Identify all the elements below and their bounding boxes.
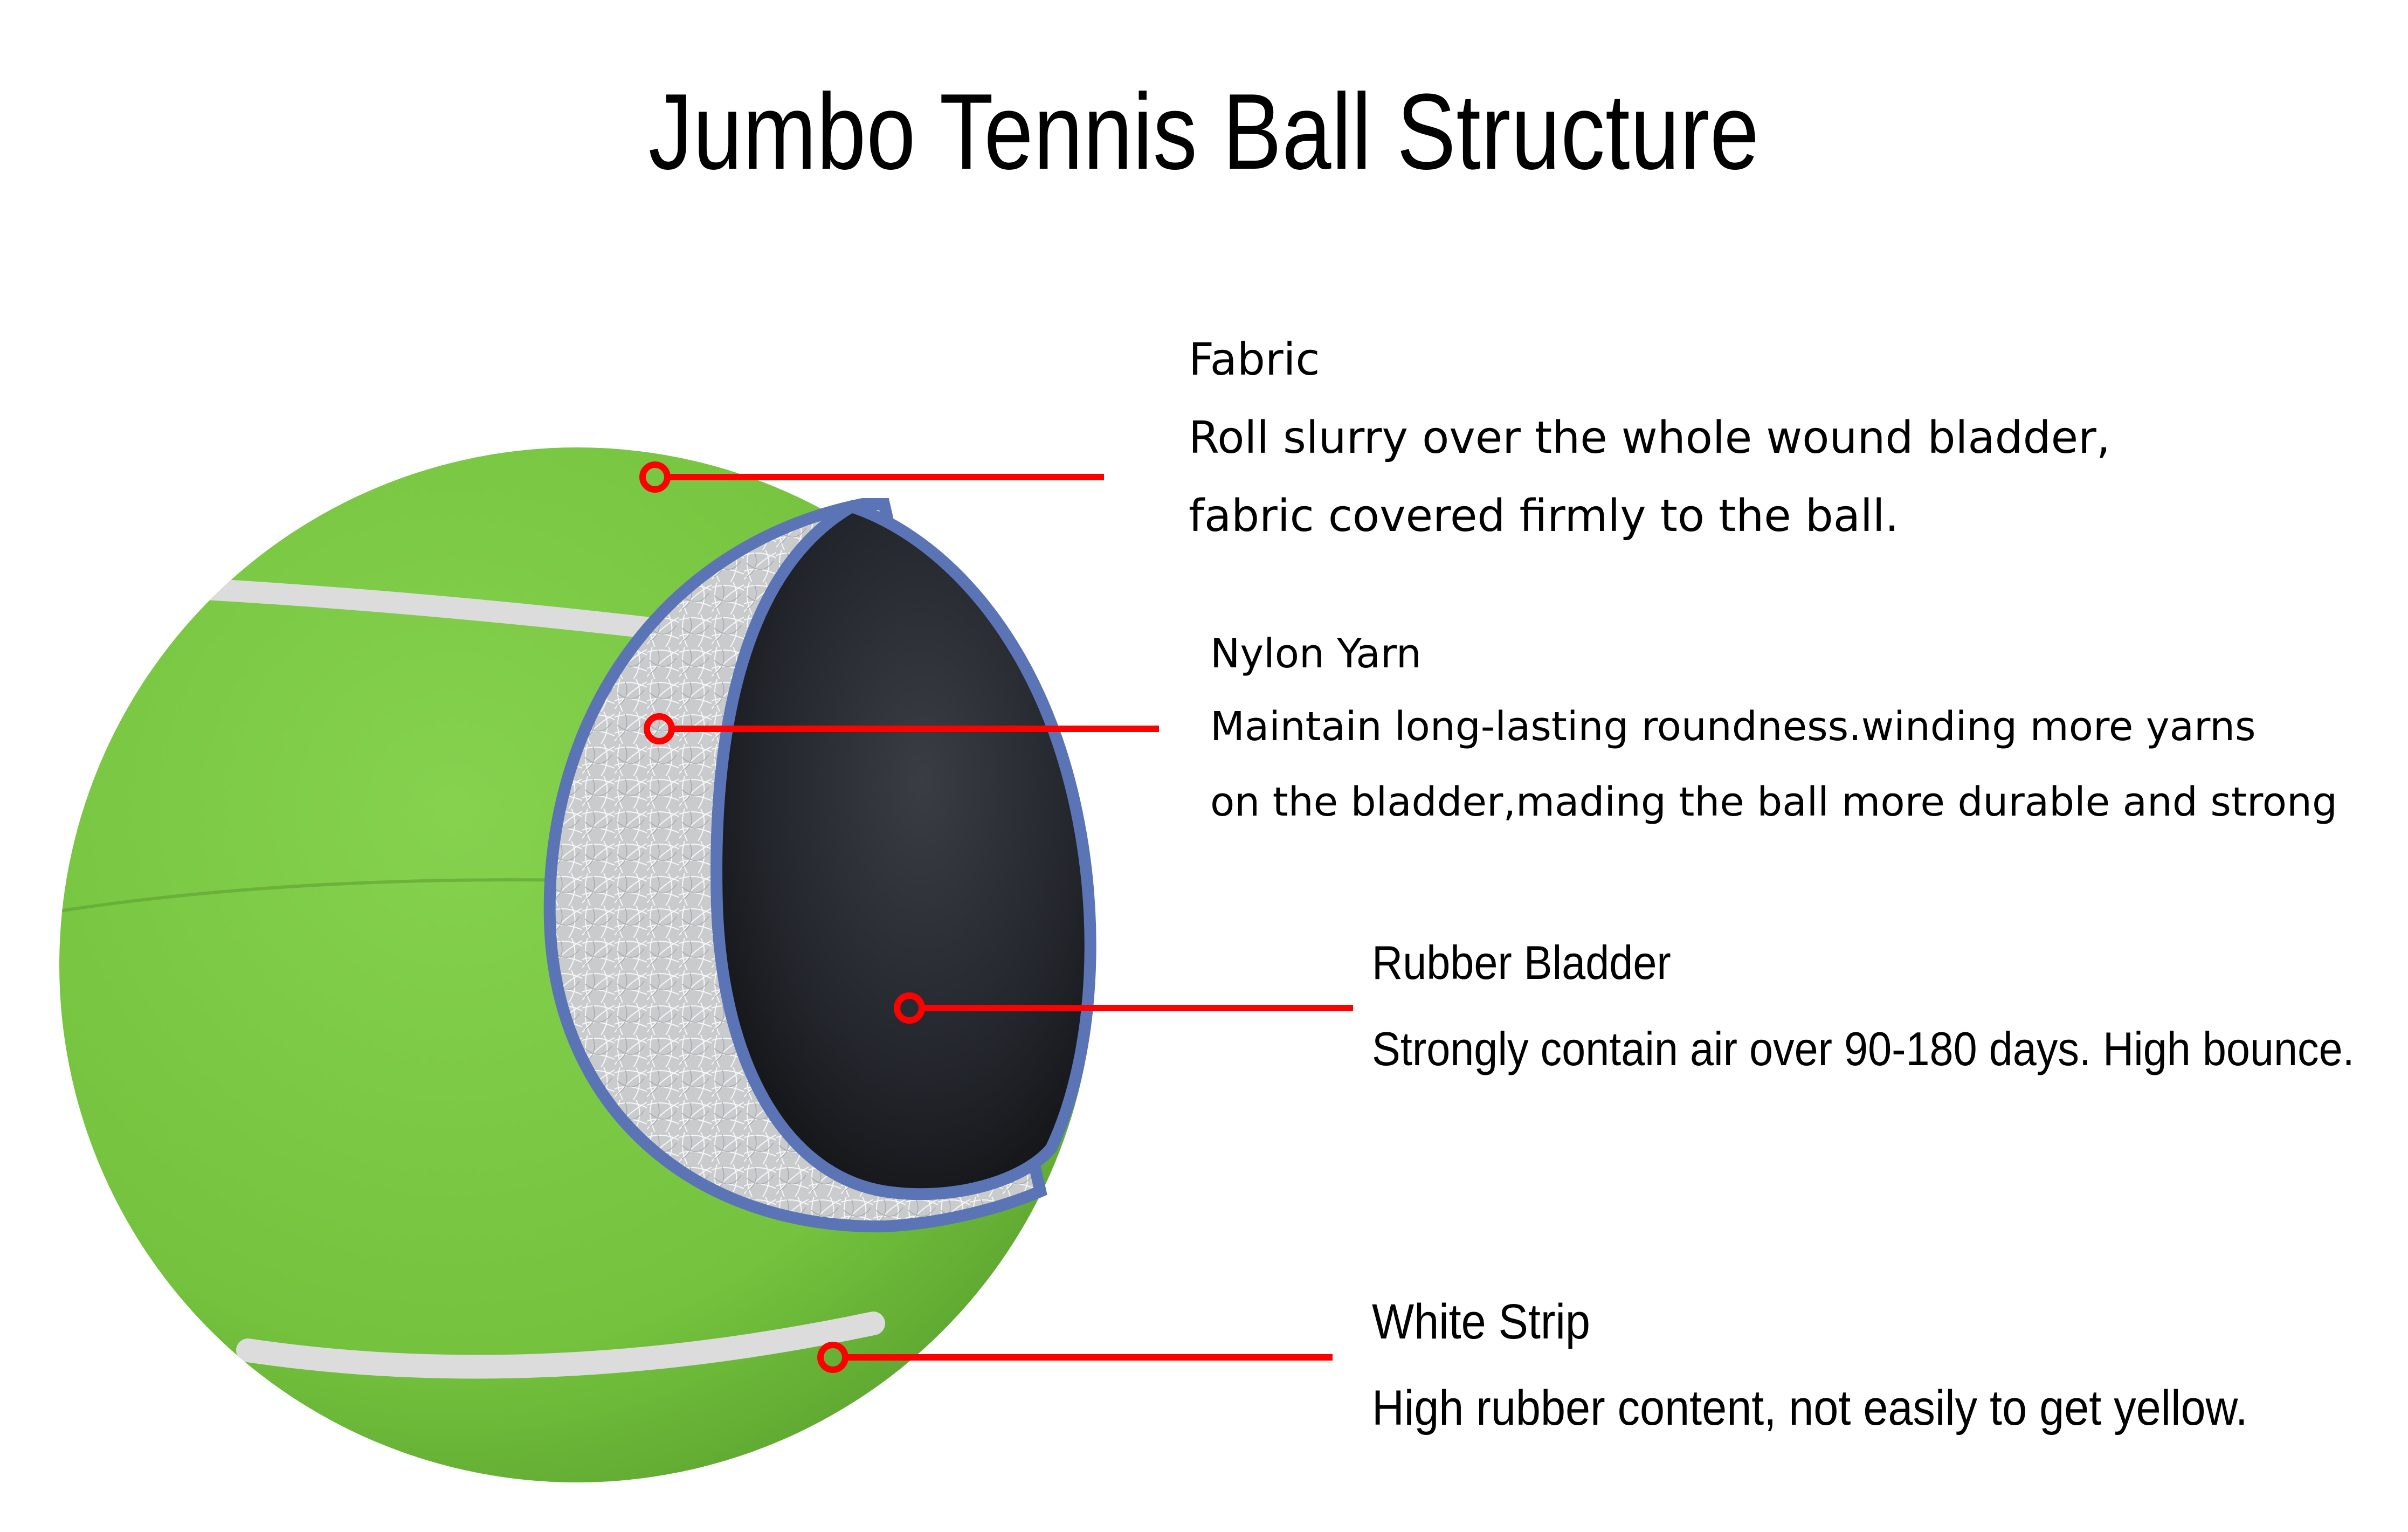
- white-strip-heading: White Strip: [1372, 1294, 1590, 1349]
- nylon-yarn-desc-line2: on the bladder,mading the ball more dura…: [1210, 779, 2337, 825]
- fabric-desc-line1: Roll slurry over the whole wound bladder…: [1189, 412, 2110, 464]
- fabric-desc-line2: fabric covered firmly to the ball.: [1189, 491, 1899, 542]
- nylon-yarn-heading: Nylon Yarn: [1210, 631, 1422, 677]
- fabric-heading: Fabric: [1189, 334, 1320, 385]
- pointer-rubber-bladder: [894, 992, 1353, 1024]
- pointer-white-strip: [817, 1342, 1333, 1373]
- nylon-yarn-desc-line1: Maintain long-lasting roundness.winding …: [1210, 703, 2256, 750]
- top-white-strip: [167, 577, 685, 641]
- white-strip-desc: High rubber content, not easily to get y…: [1372, 1381, 2248, 1436]
- rubber-bladder: [710, 500, 1096, 1200]
- rubber-bladder-desc: Strongly contain air over 90-180 days. H…: [1372, 1022, 2355, 1075]
- bottom-white-strip: [236, 1312, 885, 1379]
- page-title: Jumbo Tennis Ball Structure: [648, 72, 1760, 192]
- pointer-fabric: [639, 461, 1104, 493]
- pointer-nylon-yarn: [644, 713, 1159, 744]
- rubber-bladder-heading: Rubber Bladder: [1372, 936, 1671, 989]
